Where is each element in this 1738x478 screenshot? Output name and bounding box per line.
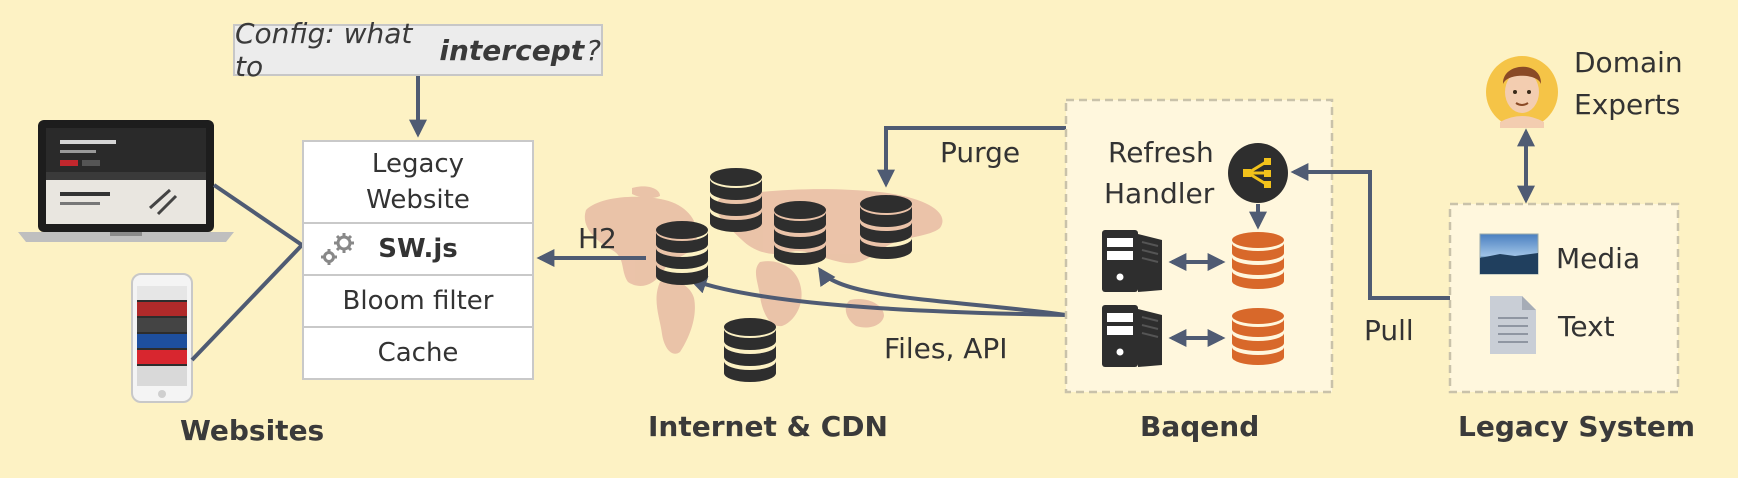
refresh-handler-icon [1228, 143, 1288, 203]
gears-icon [321, 233, 354, 265]
legacy-website-cell: Legacy Website [304, 142, 532, 224]
section-legacy-system: Legacy System [1458, 410, 1696, 443]
cache-cell: Cache [304, 328, 532, 378]
phone-icon [131, 273, 193, 403]
purge-label: Purge [940, 136, 1021, 169]
server-icon-1 [1101, 229, 1163, 293]
section-internet-cdn: Internet & CDN [648, 410, 888, 443]
bloom-filter-cell: Bloom filter [304, 276, 532, 328]
laptop-icon [18, 120, 234, 242]
phone-link [190, 243, 304, 362]
bloom-filter-label: Bloom filter [342, 286, 494, 316]
cdn-db-5 [724, 318, 776, 382]
text-label: Text [1558, 310, 1615, 343]
legacy-website-line-1: Legacy [371, 149, 465, 179]
config-label: Config: what to intercept ? [233, 17, 603, 83]
server-icon-2 [1101, 304, 1163, 368]
purge-arrow [877, 126, 1066, 188]
legacy-website-line-2: Website [366, 185, 470, 215]
legacy-box [1448, 202, 1680, 394]
media-icon [1479, 233, 1539, 275]
domain-expert-avatar [1486, 56, 1558, 128]
files-arrow-2 [688, 276, 1067, 317]
section-baqend: Baqend [1140, 410, 1260, 443]
sw-js-cell: SW.js [304, 224, 532, 276]
text-document-icon [1490, 296, 1536, 354]
sw-js-label: SW.js [378, 234, 458, 264]
cache-label: Cache [377, 338, 459, 368]
config-emphasis: intercept [439, 33, 585, 67]
refresh-handler-line-2: Handler [1104, 177, 1215, 210]
laptop-link [212, 183, 304, 247]
files-api-label: Files, API [884, 332, 1008, 365]
section-websites: Websites [180, 414, 325, 447]
files-arrow-1 [817, 267, 1067, 317]
browser-stack: Legacy Website SW.js Bloom filter Cache [302, 140, 534, 380]
pull-arrow [1290, 163, 1450, 300]
config-suffix: ? [586, 33, 601, 67]
domain-experts-line-1: Domain [1574, 46, 1683, 79]
config-prefix: Config: what to [235, 17, 413, 83]
media-label: Media [1556, 242, 1641, 275]
refresh-handler-line-1: Refresh [1108, 136, 1214, 169]
h2-label: H2 [578, 222, 617, 255]
domain-experts-line-2: Experts [1574, 88, 1681, 121]
pull-label: Pull [1364, 314, 1414, 347]
